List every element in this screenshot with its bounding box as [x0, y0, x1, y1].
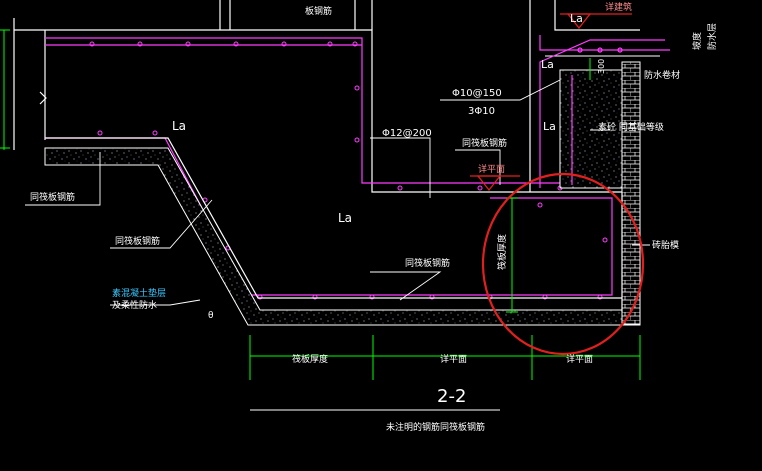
wall-rebar: [539, 35, 670, 188]
label-top-rebar: 板钢筋: [305, 5, 332, 17]
top-slab-outline: [13, 0, 622, 193]
label-raft-top: 详平面: [478, 163, 505, 175]
label-dim-bottom-3: 详平面: [566, 353, 593, 365]
highlight-circle: [481, 172, 645, 356]
label-la-left: La: [172, 119, 186, 133]
elevation-marker-wall: [560, 13, 632, 30]
label-dim-bottom-1: 筏板厚度: [292, 353, 328, 365]
label-cushion: 素混凝土垫层: [112, 287, 166, 299]
label-wall-slab-top: 详建筑: [605, 1, 632, 13]
label-dim-300: 300: [597, 59, 606, 74]
dimension-lines: [0, 29, 641, 380]
label-raft-same-slope: 同筏板钢筋: [115, 235, 160, 247]
section-title: 2-2: [437, 386, 466, 407]
label-top-right-1: 坡度: [691, 32, 703, 50]
label-raft-thickness: 筏板厚度: [496, 234, 508, 270]
label-la-wall-a: La: [570, 12, 583, 25]
text-labels: 板钢筋 La La La La La Φ12@200 Φ10@150 3Φ10 …: [30, 1, 718, 433]
label-3phi10: 3Φ10: [468, 106, 495, 117]
label-la-wall-b: La: [541, 58, 554, 71]
label-phi10: Φ10@150: [452, 88, 502, 99]
label-top-right-2: 防水层: [706, 23, 718, 50]
label-phi12: Φ12@200: [382, 128, 432, 139]
section-subtitle: 未注明的钢筋同筏板钢筋: [386, 421, 485, 433]
label-brick-wall: 砖胎模: [652, 239, 679, 251]
label-la-wall-c: La: [543, 120, 556, 133]
label-wall-layer3: 素砼 同基础等级: [598, 121, 664, 133]
top-slab-rebar: [45, 37, 622, 296]
label-wall-layer1: 防水卷材: [644, 69, 680, 81]
label-raft-same-left: 同筏板钢筋: [30, 191, 75, 203]
side-wall: [529, 0, 660, 325]
leader-lines: [25, 79, 650, 411]
label-angle: θ: [208, 311, 214, 321]
label-raft-same-bottom: 同筏板钢筋: [405, 257, 450, 269]
raft-cushion: [44, 137, 641, 326]
label-waterproof: 及柔性防水: [112, 299, 157, 311]
label-dim-bottom-2: 详平面: [440, 353, 467, 365]
label-la-main: La: [338, 211, 352, 225]
elevation-marker-raft: [470, 175, 520, 192]
label-raft-same-top: 同筏板钢筋: [462, 137, 507, 149]
